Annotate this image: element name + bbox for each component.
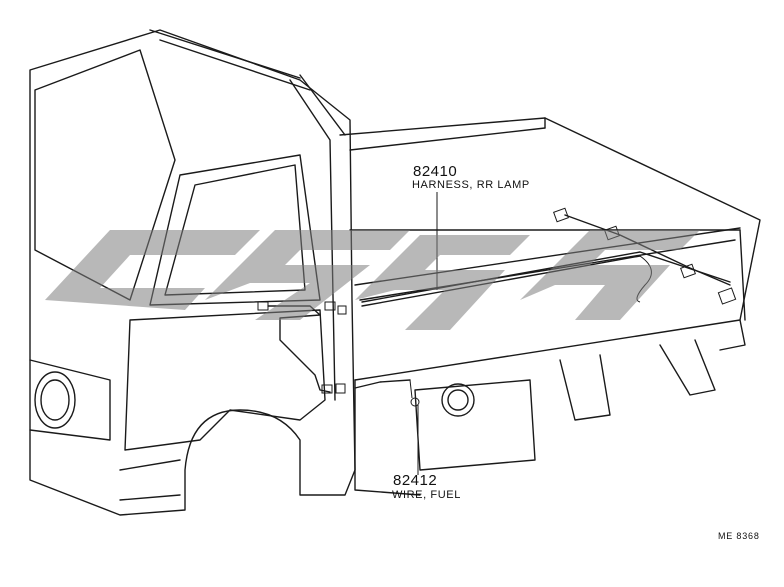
- watermark-logo: [45, 230, 700, 330]
- reference-code: ME 8368: [718, 531, 760, 541]
- fuel-wire-part-number: 82412: [393, 472, 438, 489]
- fuel-wire: [354, 379, 420, 407]
- harness-description: HARNESS, RR LAMP: [412, 179, 530, 191]
- harness-part-number: 82410: [413, 163, 458, 180]
- fuel-wire-description: WIRE, FUEL: [392, 489, 461, 501]
- leader-lines: [417, 192, 438, 475]
- cargo-bed: [339, 117, 761, 496]
